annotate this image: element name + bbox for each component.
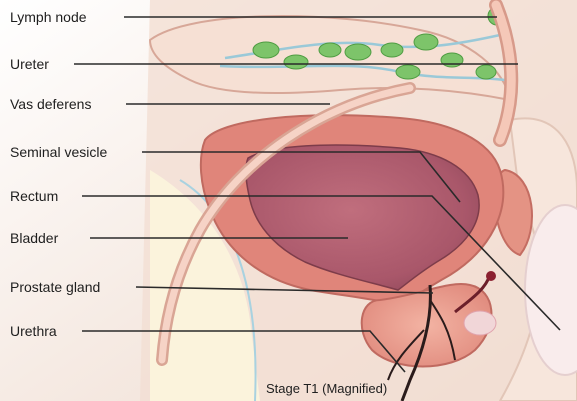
caption: Stage T1 (Magnified)	[266, 381, 387, 396]
lymph-node	[414, 34, 438, 50]
lymph-node	[253, 42, 279, 58]
duct-opening	[486, 271, 496, 281]
label-vas-deferens: Vas deferens	[10, 96, 91, 112]
label-seminal-vesicle: Seminal vesicle	[10, 144, 107, 160]
label-ureter: Ureter	[10, 56, 49, 72]
lymph-node	[441, 53, 463, 67]
lymph-node	[284, 55, 308, 69]
lymph-node	[476, 65, 496, 79]
label-urethra: Urethra	[10, 323, 57, 339]
label-rectum: Rectum	[10, 188, 58, 204]
label-bladder: Bladder	[10, 230, 59, 246]
label-prostate-gland: Prostate gland	[10, 279, 100, 295]
lymph-node	[345, 44, 371, 60]
label-lymph-node: Lymph node	[10, 9, 87, 25]
lymph-node	[396, 65, 420, 79]
lymph-node	[381, 43, 403, 57]
tumor	[464, 311, 496, 335]
lymph-node	[319, 43, 341, 57]
